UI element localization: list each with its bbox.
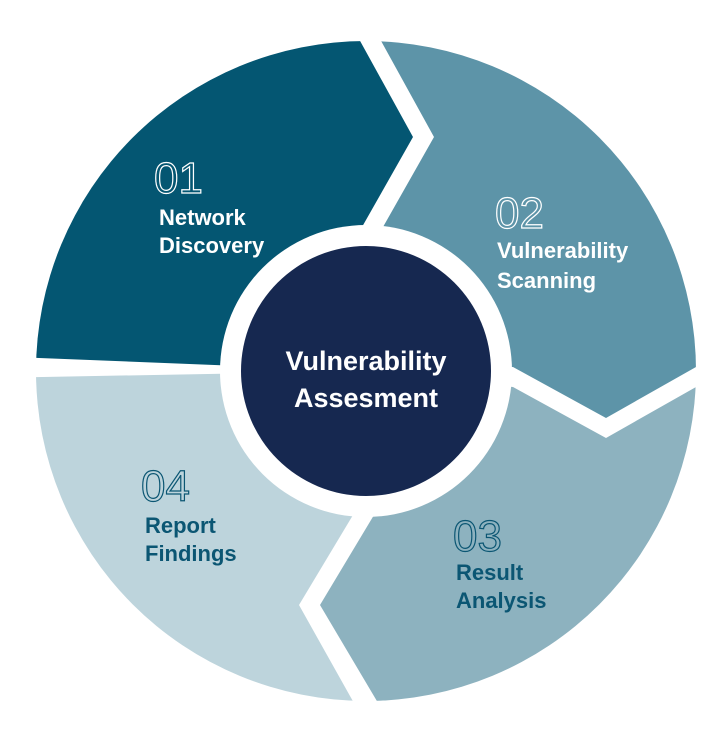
step-label-discovery: Discovery	[159, 233, 265, 258]
center-title-line2: Assesment	[294, 383, 438, 413]
step-label-analysis: Analysis	[456, 588, 547, 613]
step-label-network: Network	[159, 205, 247, 230]
center-circle	[241, 246, 491, 496]
step-label-findings: Findings	[145, 541, 237, 566]
step-label-report: Report	[145, 513, 217, 538]
step-number-02: 02	[495, 189, 544, 238]
center-title-line1: Vulnerability	[285, 346, 446, 376]
step-label-result: Result	[456, 560, 524, 585]
step-label-vulnerability: Vulnerability	[497, 238, 629, 263]
step-number-03: 03	[453, 512, 502, 561]
step-number-01: 01	[154, 154, 203, 203]
step-number-04: 04	[141, 462, 190, 511]
step-label-scanning: Scanning	[497, 268, 596, 293]
